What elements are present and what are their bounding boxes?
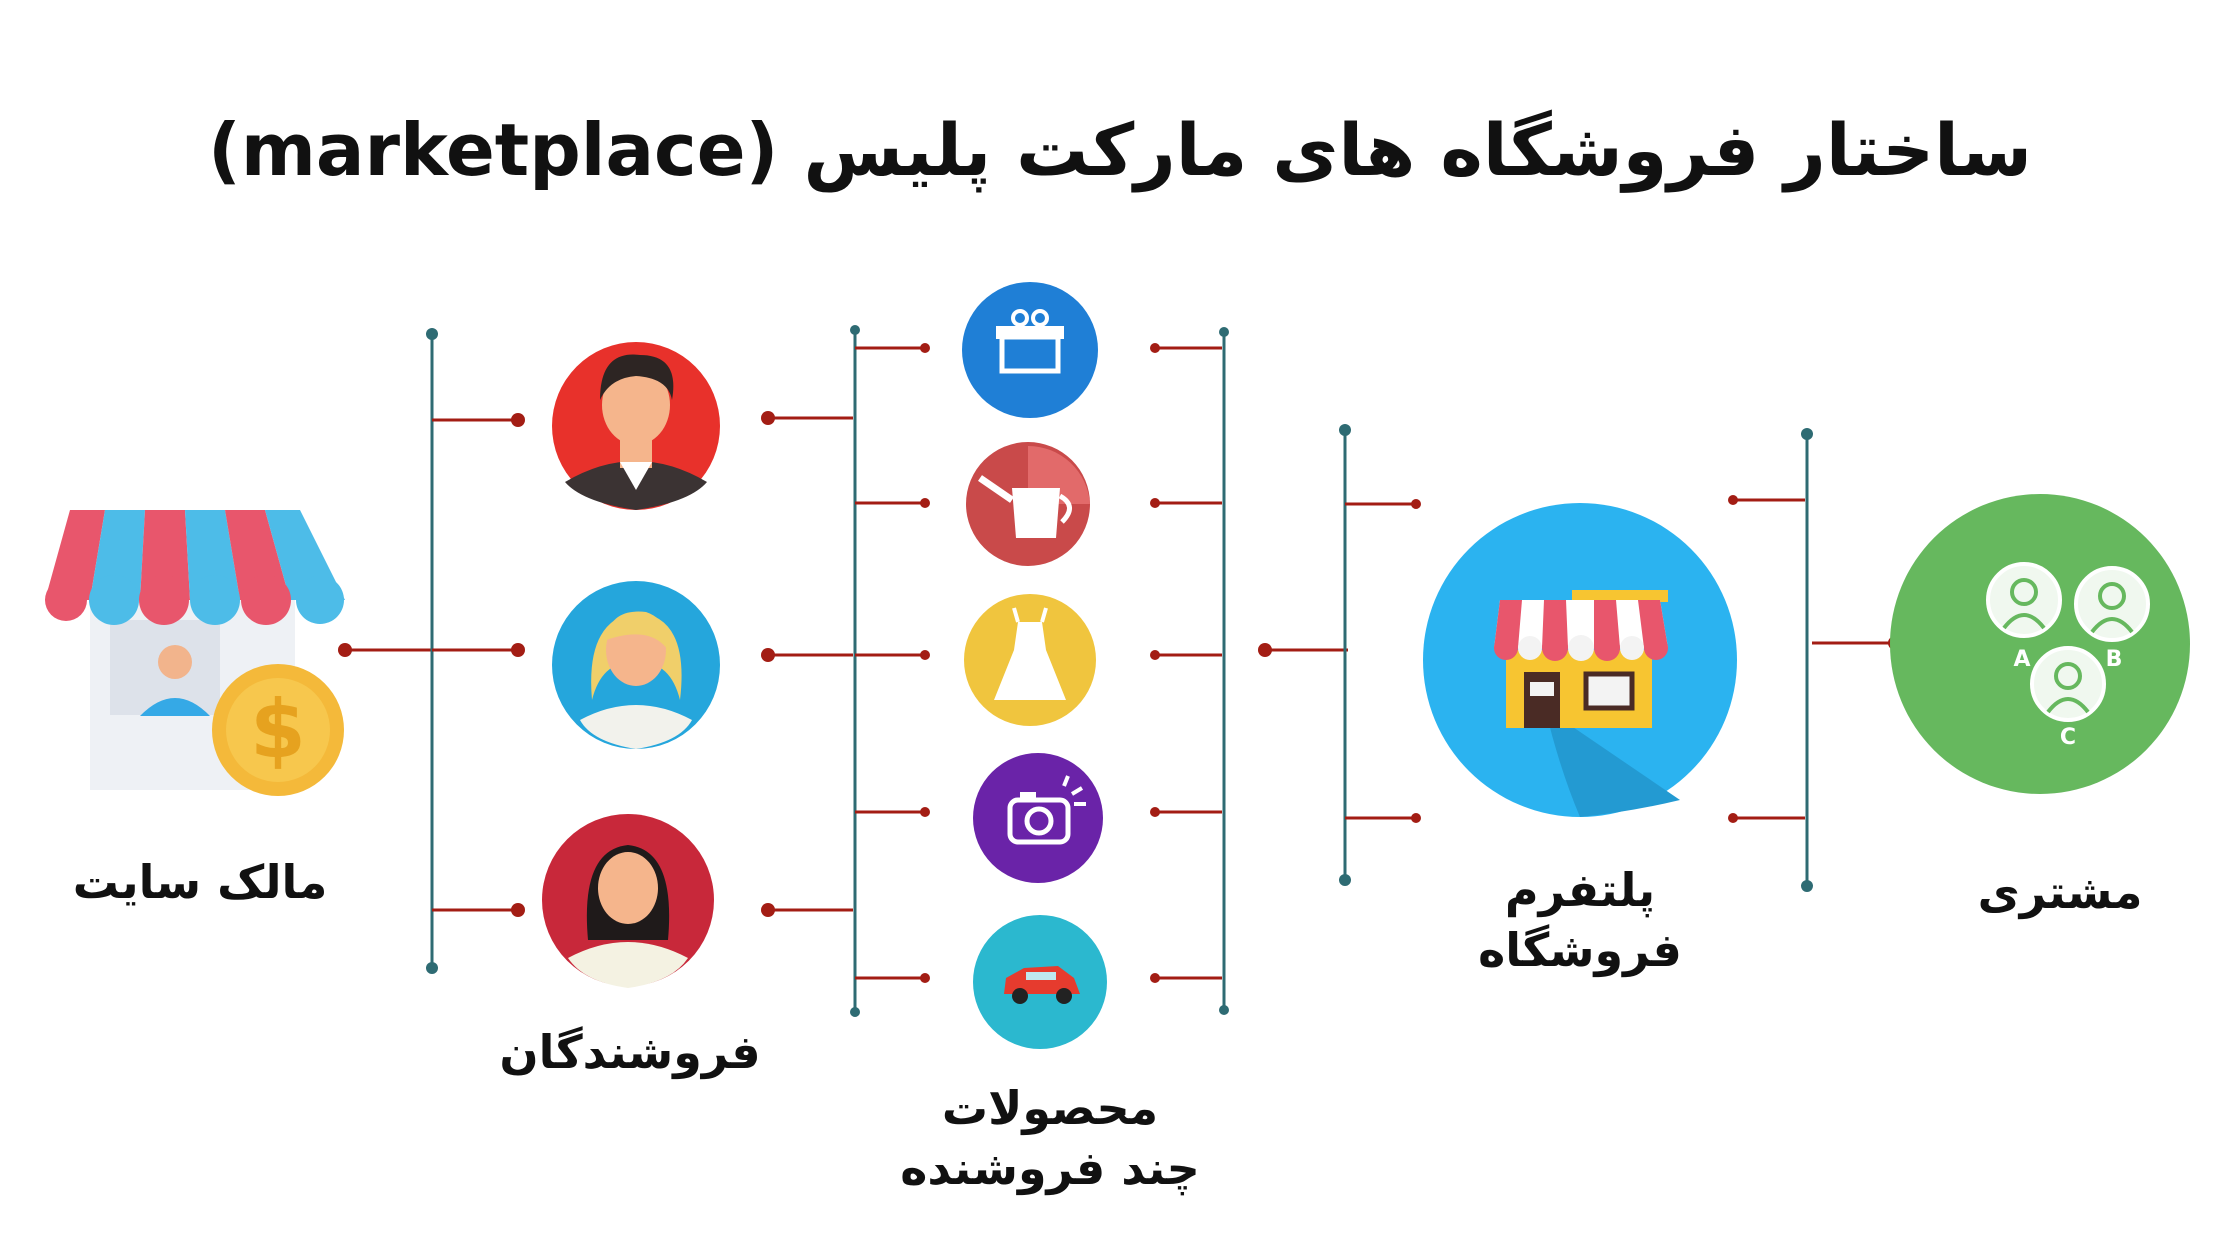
customer-badge-a: A (2013, 647, 2030, 672)
seller-avatar-woman-blonde (552, 581, 720, 749)
connector-products-platform (1150, 327, 1421, 1015)
connector-platform-customer (1728, 428, 1902, 892)
site-owner-shop-icon: $ (45, 510, 345, 796)
label-site-owner: مالک سایت (72, 855, 328, 909)
product-car-icon (973, 915, 1107, 1049)
customer-badge-c: C (2060, 725, 2076, 750)
coin-dollar-symbol: $ (250, 683, 306, 776)
customer-group-icon: A B C (1890, 494, 2190, 794)
page-title: ساختار فروشگاه های مارکت پلیس (marketpla… (208, 108, 2032, 192)
connector-sellers-products (761, 325, 930, 1017)
product-camera-icon (973, 753, 1103, 883)
seller-avatar-woman-dark (542, 814, 714, 988)
label-products-line1: محصولات (941, 1081, 1159, 1135)
awning-icon (45, 510, 345, 625)
product-watering-can-icon (966, 442, 1090, 566)
product-gift-icon (962, 282, 1098, 418)
label-platform: پلتفرم فروشگاه (1478, 863, 1682, 977)
platform-store-icon (1423, 503, 1737, 817)
customer-a-icon (1986, 562, 2062, 638)
connectors (338, 325, 1902, 1017)
customer-c-icon (2030, 646, 2106, 722)
seller-avatar-man (552, 342, 720, 510)
coin-icon: $ (212, 664, 344, 796)
customer-badge-b: B (2106, 647, 2123, 672)
connector-owner-sellers (338, 328, 525, 974)
label-sellers: فروشندگان (499, 1025, 761, 1079)
product-dress-icon (964, 594, 1096, 726)
customer-b-icon (2074, 566, 2150, 642)
label-products-line2: چند فروشنده (900, 1141, 1200, 1195)
label-customer: مشتری (1977, 865, 2143, 919)
